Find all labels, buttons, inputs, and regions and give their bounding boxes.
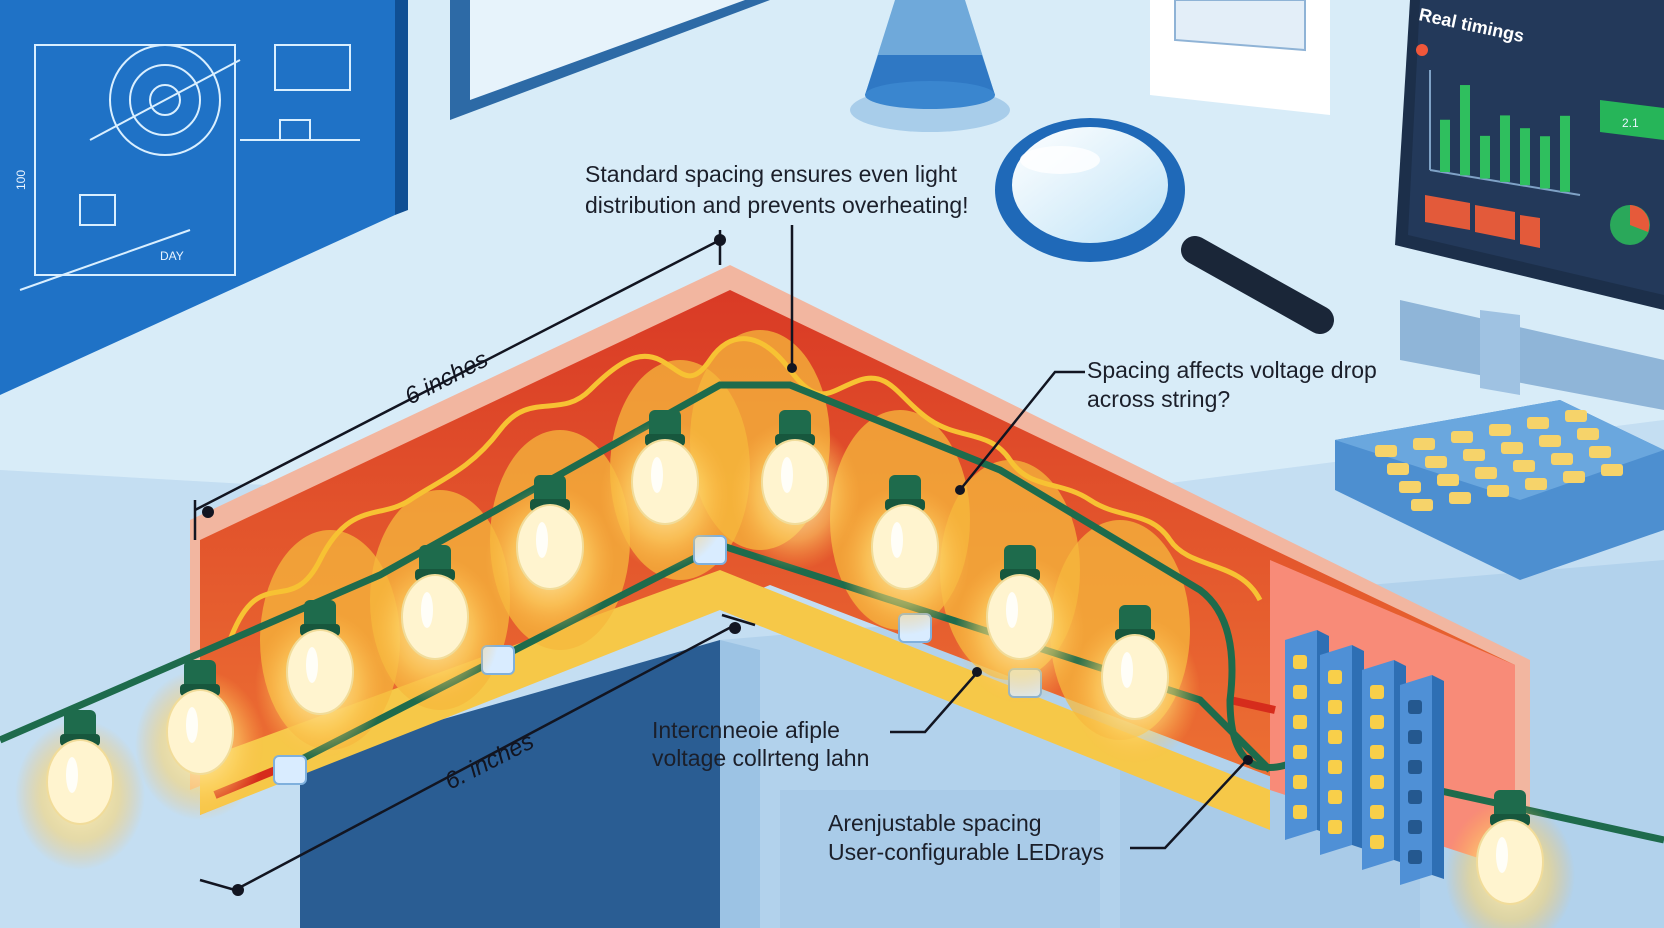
- callout-voltage-drop-2: across string?: [1087, 386, 1230, 412]
- key: [1589, 446, 1611, 458]
- led-bulb: [1070, 605, 1200, 765]
- key: [1437, 474, 1459, 486]
- monitor-mini-value: 2.1: [1622, 116, 1639, 130]
- blueprint-note-bottom: DAY: [160, 249, 184, 263]
- flask-icon: [850, 0, 1010, 132]
- desk-drawer: [780, 790, 1100, 928]
- monitor-bar: [1540, 136, 1550, 189]
- led-array-block: [1320, 645, 1364, 855]
- key: [1399, 481, 1421, 493]
- measure-lower: [199, 613, 756, 892]
- led-bulb: [135, 660, 265, 820]
- key: [1413, 438, 1435, 450]
- key: [1527, 417, 1549, 429]
- key: [1601, 464, 1623, 476]
- leader-dot-interconnect: [972, 667, 982, 677]
- desk-edge: [720, 640, 760, 928]
- magnifier-icon: [995, 118, 1334, 334]
- leader-dot-voltage: [955, 485, 965, 495]
- key: [1551, 453, 1573, 465]
- monitor-icon: Real timings 2.1: [1395, 0, 1664, 410]
- leader-dot-standard: [787, 363, 797, 373]
- measure-lower-dot-right: [729, 622, 741, 634]
- key: [1525, 478, 1547, 490]
- red-wire-right: [1229, 696, 1276, 714]
- led-bulb: [485, 475, 615, 635]
- key: [1565, 410, 1587, 422]
- callout-standard-spacing-1: Standard spacing ensures even light: [585, 161, 958, 187]
- wall: [0, 0, 1664, 520]
- measure-lower-dot-left: [232, 884, 244, 896]
- measure-upper-dot-right: [714, 234, 726, 246]
- monitor-bar: [1460, 85, 1470, 176]
- monitor-bar: [1500, 115, 1510, 182]
- key: [1489, 424, 1511, 436]
- led-array-icon: [1285, 630, 1444, 885]
- led-bulb: [840, 475, 970, 635]
- led-bulb: [15, 710, 145, 870]
- wall-frame: [450, 0, 770, 120]
- callout-adjustable-2: User-configurable LEDrays: [828, 839, 1104, 865]
- monitor-bar-chart: [1440, 85, 1570, 192]
- key: [1487, 485, 1509, 497]
- heat-wire: [227, 336, 1263, 641]
- keyboard-icon: [1335, 400, 1664, 580]
- monitor-bar: [1440, 119, 1450, 172]
- key: [1463, 449, 1485, 461]
- leader-dot-adjustable: [1243, 755, 1253, 765]
- key: [1449, 492, 1471, 504]
- led-array-block: [1362, 660, 1406, 870]
- callout-standard-spacing-2: distribution and prevents overheating!: [585, 192, 969, 218]
- key: [1577, 428, 1599, 440]
- led-array-block: [1400, 675, 1444, 885]
- key: [1563, 471, 1585, 483]
- key: [1501, 442, 1523, 454]
- callout-adjustable-1: Arenjustable spacing: [828, 810, 1042, 836]
- monitor-bar: [1480, 135, 1490, 179]
- measure-upper-dot-left: [202, 506, 214, 518]
- wall-chart-paper: [1150, 0, 1330, 115]
- key: [1425, 456, 1447, 468]
- callout-interconnect-1: Intercnneoie afiple: [652, 717, 840, 743]
- led-bulb: [370, 545, 500, 705]
- callout-interconnect-2: voltage collrteng lahn: [652, 745, 869, 771]
- key: [1539, 435, 1561, 447]
- desk-shadow-block: [300, 640, 720, 928]
- key: [1513, 460, 1535, 472]
- led-bulb: [730, 410, 860, 570]
- key: [1375, 445, 1397, 457]
- blueprint-poster: 100 DAY: [0, 0, 408, 395]
- led-bulb: [1445, 790, 1575, 928]
- key: [1475, 467, 1497, 479]
- upper-wire: [0, 381, 1664, 844]
- led-bulb: [255, 600, 385, 760]
- led-bulb: [600, 410, 730, 570]
- wire-connector: [273, 755, 307, 785]
- callout-leaders: [790, 225, 1246, 850]
- callout-voltage-drop-1: Spacing affects voltage drop: [1087, 357, 1377, 383]
- key: [1387, 463, 1409, 475]
- monitor-bar: [1560, 115, 1570, 192]
- blueprint-note-left: 100: [14, 170, 28, 190]
- key: [1451, 431, 1473, 443]
- led-bulb: [955, 545, 1085, 705]
- monitor-bar: [1520, 128, 1530, 186]
- key: [1411, 499, 1433, 511]
